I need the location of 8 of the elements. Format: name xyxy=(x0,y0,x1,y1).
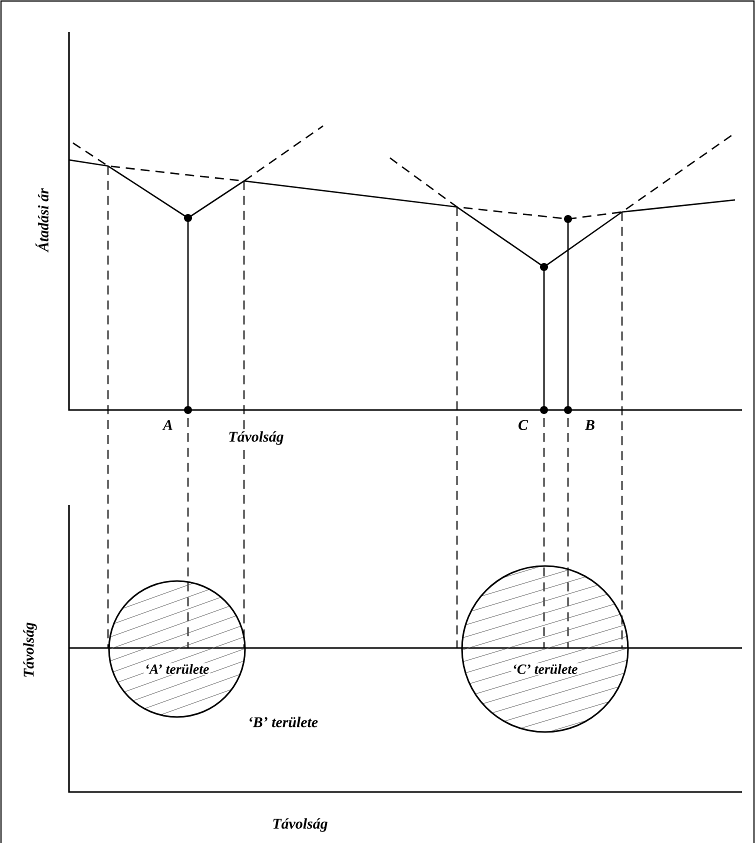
axis-label: Távolság xyxy=(227,430,285,446)
point-label: C xyxy=(517,418,529,431)
area-label: ‘B’ területe xyxy=(246,716,320,728)
point-label: A xyxy=(162,419,174,431)
axis-label: Távolság xyxy=(22,621,38,679)
axis-label: Távolság xyxy=(271,817,329,833)
point-label: B xyxy=(584,419,596,431)
axis-label: Átadási ár xyxy=(34,187,50,253)
